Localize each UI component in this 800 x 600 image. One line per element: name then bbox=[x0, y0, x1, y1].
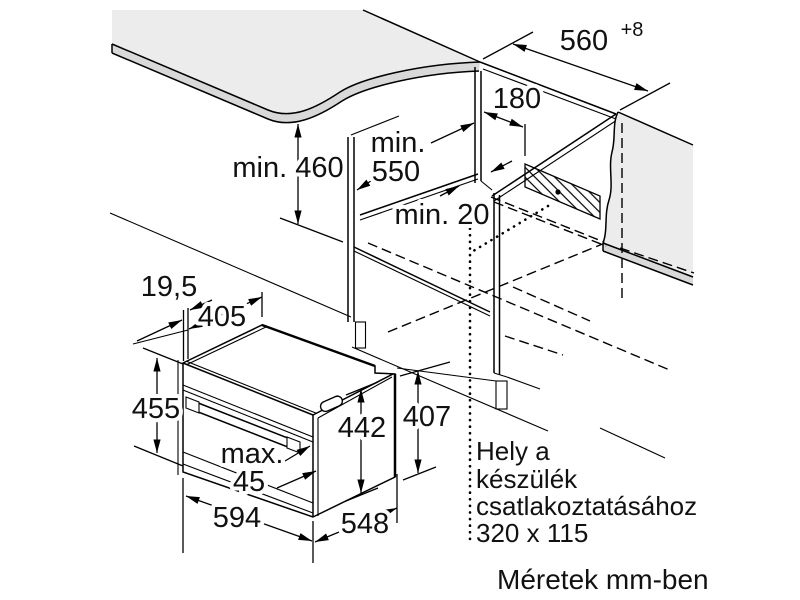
dim-594-label: 594 bbox=[213, 502, 261, 534]
dimensions: 560 +8 180 min. 550 min. 460 min. 20 bbox=[128, 16, 671, 563]
dim-front-height-455: 455 bbox=[128, 347, 184, 467]
connection-cutout bbox=[524, 163, 601, 220]
dim-548-label: 548 bbox=[341, 508, 389, 540]
dim-560-tolerance: +8 bbox=[621, 19, 644, 41]
dim-front-width-594: 594 bbox=[182, 478, 314, 563]
dim-20-label: min. 20 bbox=[394, 199, 489, 231]
dim-550-value: 550 bbox=[372, 156, 420, 188]
dim-connection-offset-180: 180 bbox=[483, 79, 545, 156]
dim-min-gap-20: min. 20 bbox=[390, 160, 513, 235]
dim-min-height-460: min. 460 bbox=[228, 124, 348, 243]
cabinet-niche bbox=[347, 61, 618, 410]
oven-side-grip bbox=[319, 395, 344, 413]
dim-max-45: max. 45 bbox=[217, 434, 317, 502]
dim-460-label: min. 460 bbox=[232, 152, 343, 184]
note-connection-line4: 320 x 115 bbox=[476, 518, 588, 548]
note-connection-line1: Hely a bbox=[476, 436, 550, 466]
cabinet-leg-left bbox=[354, 321, 367, 349]
floor-lines bbox=[109, 212, 666, 459]
note-connection-line3: csatlakoztatásához bbox=[476, 491, 697, 521]
dim-niche-width-560: 560 +8 bbox=[482, 16, 671, 111]
dim-19-5-label: 19,5 bbox=[141, 271, 197, 303]
notes: Hely a készülék csatlakoztatásához 320 x… bbox=[476, 436, 709, 595]
dim-min-depth-550: min. 550 bbox=[356, 122, 475, 192]
hidden-edges-dashed bbox=[367, 123, 695, 372]
connection-projection-dotted bbox=[468, 204, 550, 542]
dim-560-label: 560 bbox=[560, 25, 608, 57]
side-panel-right bbox=[602, 111, 694, 286]
dim-max-label: max. bbox=[221, 438, 284, 470]
side-panel-bottom-band bbox=[603, 243, 693, 285]
note-units: Méretek mm-ben bbox=[497, 564, 709, 595]
worktop-left-surface bbox=[112, 10, 480, 114]
dim-405-label: 405 bbox=[198, 301, 246, 333]
dim-442-label: 442 bbox=[338, 412, 386, 444]
dim-body-depth-548: 548 bbox=[314, 474, 398, 544]
dim-niche-body-height-407: 407 bbox=[399, 361, 455, 481]
dim-407-label: 407 bbox=[403, 401, 451, 433]
side-panel-face bbox=[603, 112, 693, 277]
note-connection-line2: készülék bbox=[476, 464, 578, 494]
dim-180-label: 180 bbox=[493, 83, 541, 115]
dim-550-label-min: min. bbox=[371, 127, 426, 159]
cabinet-leg-right bbox=[495, 380, 508, 410]
dim-body-height-442: 442 bbox=[334, 381, 390, 502]
connection-center-dot bbox=[555, 189, 561, 195]
connection-cutout-hatch bbox=[524, 163, 601, 220]
dim-45-label: 45 bbox=[233, 466, 265, 498]
dim-455-label: 455 bbox=[132, 393, 180, 425]
worktop-left bbox=[111, 9, 481, 124]
dim-top-depth-405: 405 bbox=[132, 292, 263, 345]
